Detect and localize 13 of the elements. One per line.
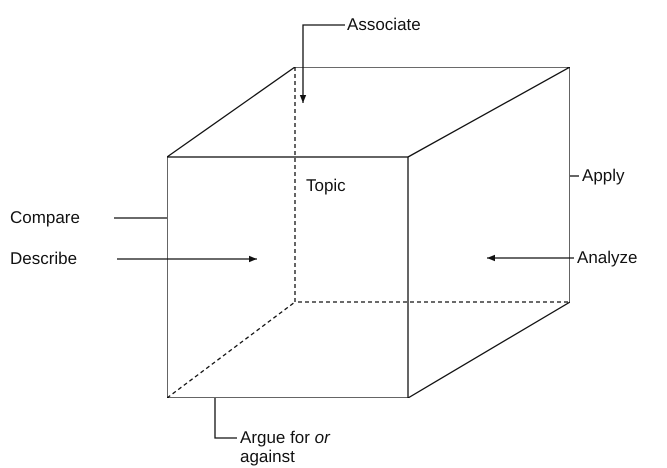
topic-label: Topic: [306, 176, 346, 195]
callout-label: Analyze: [577, 248, 662, 270]
callout-label: Associate: [347, 15, 437, 37]
leader-line: [570, 175, 579, 177]
leader-line: [214, 398, 237, 439]
callout-label: Apply: [582, 166, 642, 188]
callout-label: Describe: [10, 249, 110, 271]
leader-arrow: [117, 256, 257, 262]
leader-arrow: [300, 24, 345, 103]
callout-label: Argue for or against: [240, 428, 360, 468]
leader-arrow: [487, 254, 574, 262]
callout-label: Compare: [10, 208, 110, 230]
leader-line: [114, 217, 167, 219]
